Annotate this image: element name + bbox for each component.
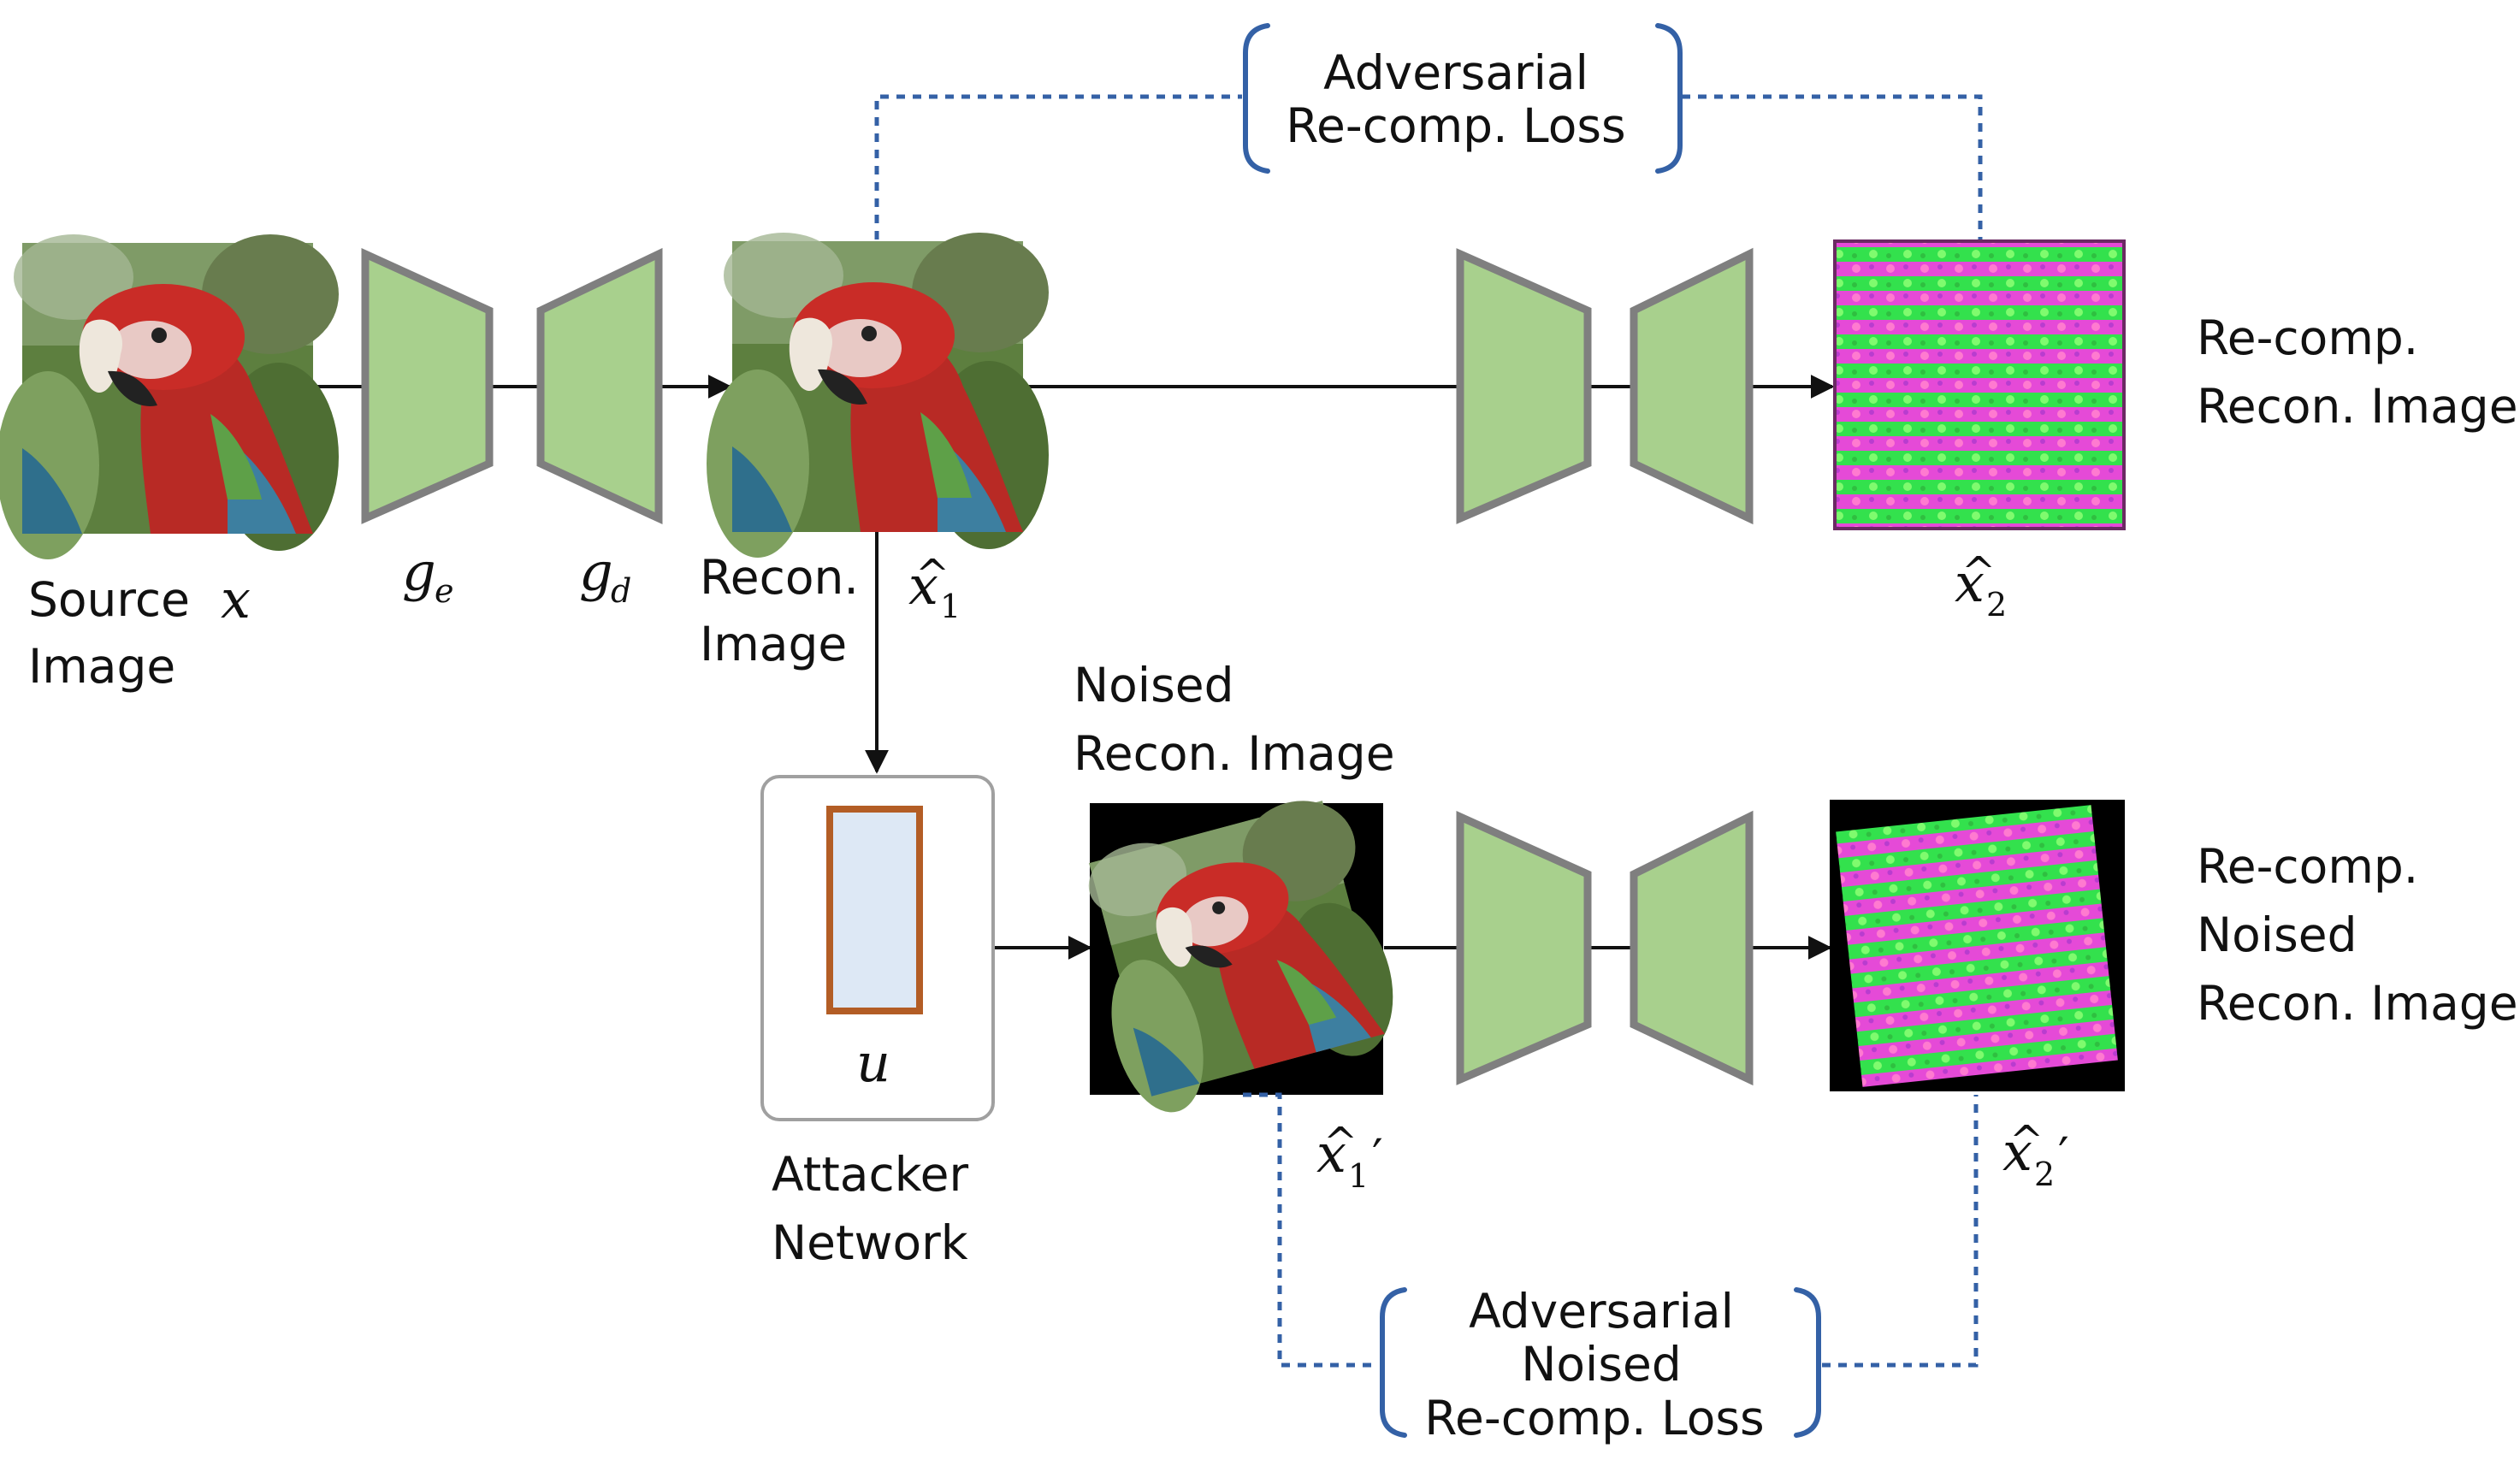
loss-top-line-left — [874, 94, 1242, 239]
source-symbol: x — [221, 568, 251, 630]
recon-symbol-hat: ^ — [915, 551, 949, 599]
recomp-noised-recon-image — [1830, 800, 2125, 1091]
encoder-block — [361, 248, 494, 524]
noised-label-line1: Noised — [1074, 658, 1233, 712]
recon-label-line2: Image — [700, 617, 847, 671]
recon-image — [707, 233, 1049, 558]
loss-top-line-right — [1682, 94, 1983, 239]
loss-top-line2: Re-comp. Loss — [1286, 98, 1625, 153]
attacker-symbol: u — [856, 1032, 890, 1094]
noised-symbol-sub: 1 — [1348, 1157, 1369, 1195]
source-label-line2: Image — [28, 639, 175, 694]
recomp-recon-image — [1833, 239, 2126, 530]
decoder-symbol-sub: d — [611, 572, 631, 610]
attacker-caption-line1: Attacker — [772, 1147, 968, 1202]
decoder-block-top-recomp — [1630, 247, 1754, 525]
recomp-noised-label-line1: Re-comp. — [2197, 839, 2418, 894]
attacker-caption-line2: Network — [772, 1215, 968, 1270]
recomp-noised-symbol-sub: 2 — [2034, 1156, 2055, 1193]
loss-bottom-right-brace — [1794, 1287, 1821, 1438]
recomp-symbol: x — [1955, 552, 1985, 614]
loss-bottom-line-right — [1822, 1095, 1979, 1368]
recomp-symbol-sub: 2 — [1986, 586, 2007, 624]
loss-bottom-left-brace — [1380, 1287, 1407, 1438]
recomp-noised-symbol-prime: ′ — [2058, 1128, 2069, 1184]
encoder-symbol: g — [402, 541, 436, 603]
loss-bottom-line-left — [1243, 1092, 1379, 1368]
source-image — [0, 234, 339, 559]
recon-label-line1: Recon. — [700, 550, 859, 605]
loss-bottom-line3: Re-comp. Loss — [1424, 1391, 1764, 1445]
recon-symbol: x — [908, 554, 938, 617]
encoder-block-bottom-recomp — [1456, 811, 1592, 1085]
loss-bottom-line1: Adversarial — [1469, 1284, 1734, 1339]
noised-label-line2: Recon. Image — [1074, 726, 1395, 781]
recomp-label-line1: Re-comp. — [2197, 310, 2418, 365]
decoder-block — [536, 247, 663, 525]
decoder-block-bottom-recomp — [1630, 810, 1754, 1086]
encoder-block-top-recomp — [1456, 248, 1592, 524]
loss-top-right-brace — [1655, 23, 1683, 174]
recomp-label-line2: Recon. Image — [2197, 379, 2518, 434]
noised-recon-image — [1066, 788, 1411, 1123]
decoder-symbol: g — [579, 541, 613, 603]
loss-top-line1: Adversarial — [1323, 45, 1588, 100]
loss-top-left-brace — [1243, 23, 1270, 174]
recon-symbol-sub: 1 — [940, 588, 961, 625]
attacker-network-layer — [826, 806, 923, 1014]
recomp-noised-symbol: x — [2002, 1120, 2032, 1183]
encoder-symbol-sub: e — [435, 572, 454, 610]
recomp-noised-label-line2: Noised — [2197, 907, 2357, 962]
source-label-line1: Source — [28, 572, 190, 627]
recomp-noised-symbol-hat: ^ — [2009, 1117, 2044, 1165]
noised-symbol-hat: ^ — [1323, 1119, 1358, 1167]
noised-symbol-prime: ′ — [1372, 1130, 1383, 1185]
recomp-noised-label-line3: Recon. Image — [2197, 976, 2518, 1031]
noised-symbol: x — [1316, 1122, 1346, 1185]
recomp-symbol-hat: ^ — [1961, 548, 1996, 596]
loss-bottom-line2: Noised — [1521, 1337, 1681, 1392]
